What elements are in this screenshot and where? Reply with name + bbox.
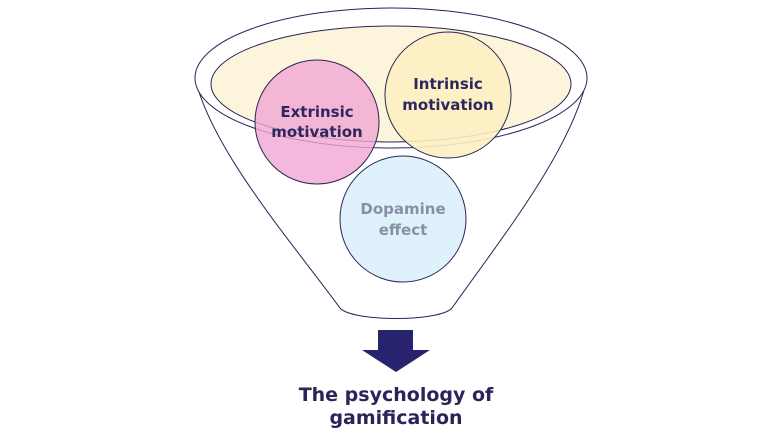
extrinsic-motivation-shape	[254, 59, 380, 185]
intrinsic-motivation-shape	[384, 31, 512, 159]
dopamine-effect-shape	[339, 155, 467, 283]
extrinsic-motivation-label-line2: motivation	[271, 123, 362, 141]
down-arrow-icon	[362, 330, 430, 372]
dopamine-effect-label-line2: effect	[379, 221, 428, 239]
intrinsic-motivation-label-line1: Intrinsic	[413, 75, 483, 93]
dopamine-effect-circle: Dopamine effect	[339, 155, 467, 283]
extrinsic-motivation-label-line1: Extrinsic	[280, 103, 353, 121]
extrinsic-motivation-circle: Extrinsic motivation	[254, 59, 380, 185]
diagram-title-line1: The psychology of	[299, 384, 494, 406]
intrinsic-motivation-circle: Intrinsic motivation	[384, 31, 512, 159]
diagram-title-line2: gamification	[329, 407, 462, 429]
dopamine-effect-label-line1: Dopamine	[360, 200, 445, 218]
intrinsic-motivation-label-line2: motivation	[402, 96, 493, 114]
